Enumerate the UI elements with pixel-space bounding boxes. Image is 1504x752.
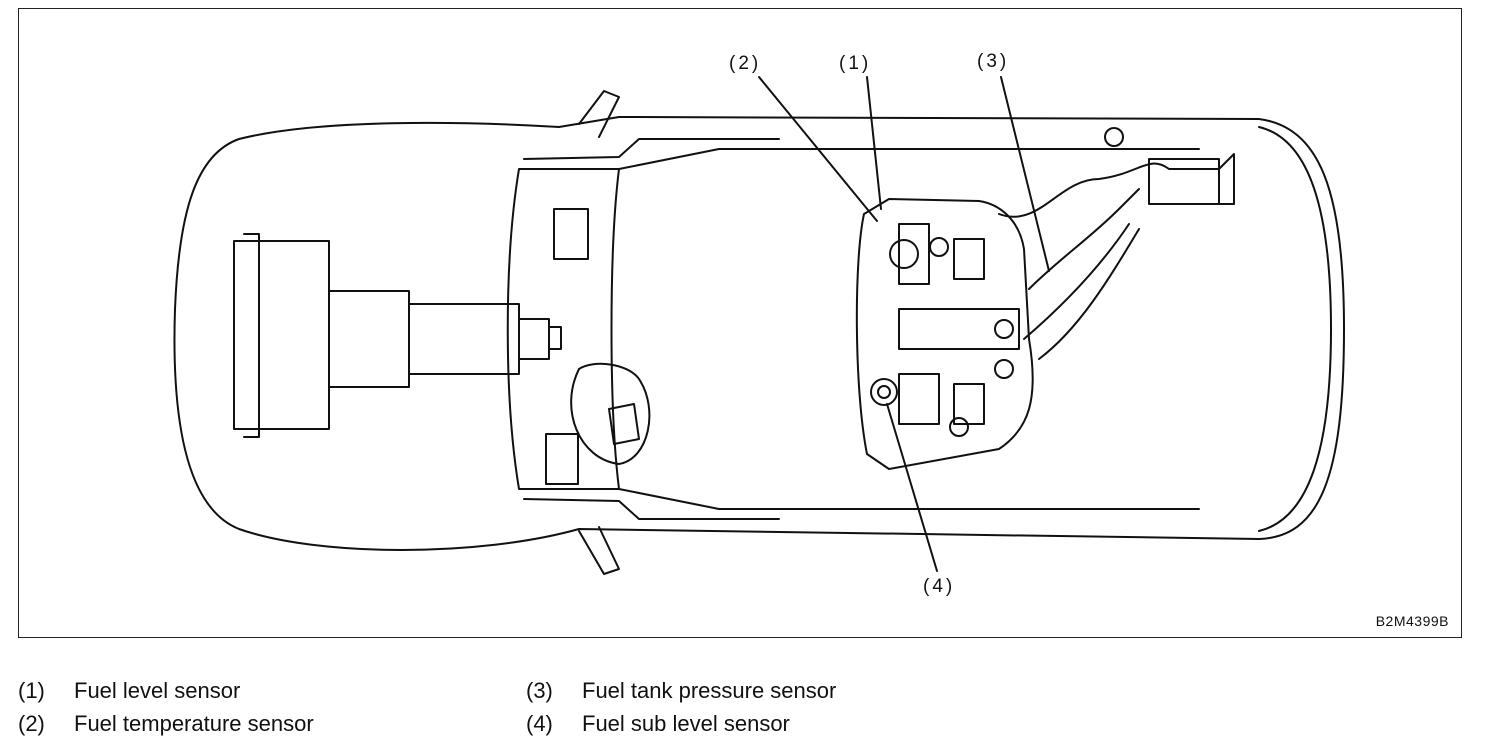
- callout-4: (4): [923, 576, 956, 597]
- canister: [1148, 158, 1220, 205]
- legend-number: (3): [526, 678, 553, 703]
- leader-line-2: [758, 76, 878, 222]
- figure-code: B2M4399B: [1375, 613, 1449, 629]
- mirror-top: [578, 90, 620, 138]
- legend-label: Fuel level sensor: [74, 678, 241, 703]
- legend-item-2: (2) Fuel temperature sensor: [18, 711, 314, 737]
- callout-2: (2): [729, 53, 762, 74]
- legend-number: (4): [526, 711, 553, 736]
- legend-item-4: (4) Fuel sub level sensor: [526, 711, 790, 737]
- legend-number: (1): [18, 678, 45, 703]
- fuel-tank: [855, 198, 1034, 470]
- callout-1: (1): [839, 53, 872, 74]
- car-illustration: [173, 76, 1345, 575]
- steering-wheel: [570, 362, 651, 465]
- callout-3: (3): [977, 51, 1010, 72]
- legend-item-1: (1) Fuel level sensor: [18, 678, 240, 704]
- leader-line-4: [886, 403, 938, 572]
- car-body-outline: [173, 116, 1345, 551]
- engine-transmission: [233, 233, 562, 438]
- legend-label: Fuel tank pressure sensor: [582, 678, 837, 703]
- windshield: [506, 168, 620, 490]
- diagram-frame: (2) (1) (3) (4) B2M4399B: [18, 8, 1462, 638]
- leader-line-3: [1000, 76, 1050, 272]
- leader-line-1: [866, 76, 882, 210]
- legend-label: Fuel temperature sensor: [74, 711, 314, 736]
- fuel-hoses: [998, 162, 1220, 218]
- legend-number: (2): [18, 711, 45, 736]
- legend-label: Fuel sub level sensor: [582, 711, 790, 736]
- mirror-bottom: [578, 526, 620, 575]
- legend-item-3: (3) Fuel tank pressure sensor: [526, 678, 836, 704]
